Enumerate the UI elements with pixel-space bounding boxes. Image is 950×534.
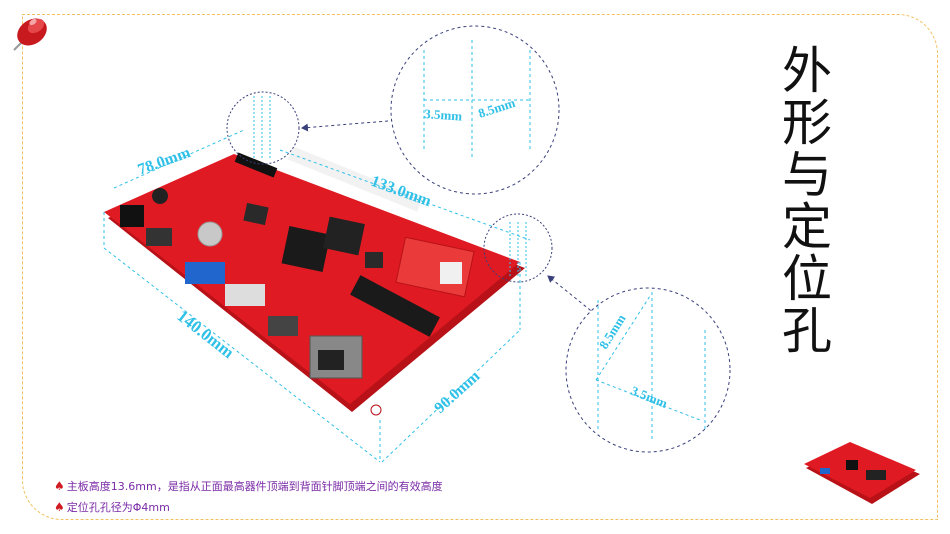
page-title: 外形与定位孔 xyxy=(774,44,832,356)
note-board-height: ♠主板高度13.6mm，是指从正面最高器件顶端到背面针脚顶端之间的有效高度 xyxy=(54,478,443,494)
callout-arrow-right xyxy=(547,275,601,319)
spade-icon: ♠ xyxy=(54,479,65,493)
dim-side-long: 140.0mm xyxy=(174,306,238,362)
hole-marker-top xyxy=(226,91,300,165)
note-text: 定位孔孔径为Φ4mm xyxy=(66,501,170,514)
note-text: 主板高度13.6mm，是指从正面最高器件顶端到背面针脚顶端之间的有效高度 xyxy=(66,480,443,493)
board-thumbnail xyxy=(804,442,920,504)
spade-icon: ♠ xyxy=(54,500,65,514)
hole-marker-right xyxy=(483,213,553,283)
dimension-lines xyxy=(103,129,531,463)
board xyxy=(104,146,525,416)
push-pin-icon xyxy=(13,18,47,51)
callout-top-left-dim: 3.5mm xyxy=(424,106,463,124)
dim-top-short: 78.0mm xyxy=(136,144,194,179)
dim-side-short: 90.0mm xyxy=(431,367,483,417)
callout-arrow-top xyxy=(301,119,401,132)
note-hole-diameter: ♠定位孔孔径为Φ4mm xyxy=(54,499,170,515)
callout-top: 3.5mm 8.5mm xyxy=(390,25,560,195)
callout-right: 8.5mm 3.5mm xyxy=(565,287,731,453)
slide-frame xyxy=(22,14,938,520)
